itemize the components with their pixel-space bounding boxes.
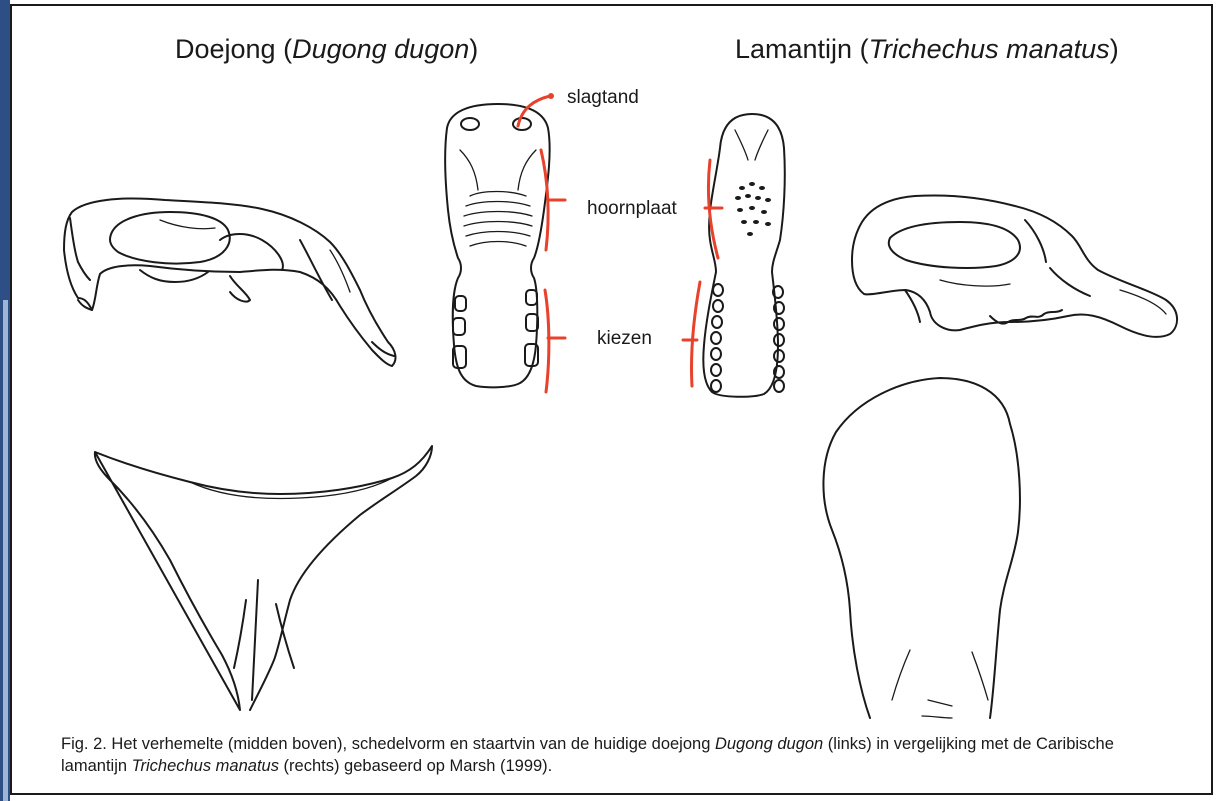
label-molars: kiezen — [597, 328, 652, 350]
manatee-palate-drawing — [703, 114, 785, 397]
dugong-skull-drawing — [64, 199, 395, 367]
manatee-tail-drawing — [823, 378, 1019, 718]
manatee-palate-pits — [735, 182, 771, 236]
caption-sci2: Trichechus manatus — [132, 757, 279, 775]
dugong-fluke-drawing — [95, 446, 432, 710]
dugong-palate-drawing — [445, 104, 549, 387]
caption-sci1: Dugong dugon — [715, 735, 823, 753]
figure-caption: Fig. 2. Het verhemelte (midden boven), s… — [61, 733, 1161, 777]
label-tusk: slagtand — [567, 87, 639, 109]
caption-part3: (rechts) gebaseerd op Marsh (1999). — [279, 757, 552, 775]
label-horn-plate: hoornplaat — [587, 198, 677, 220]
caption-part1: Fig. 2. Het verhemelte (midden boven), s… — [61, 735, 715, 753]
manatee-skull-drawing — [852, 195, 1177, 336]
